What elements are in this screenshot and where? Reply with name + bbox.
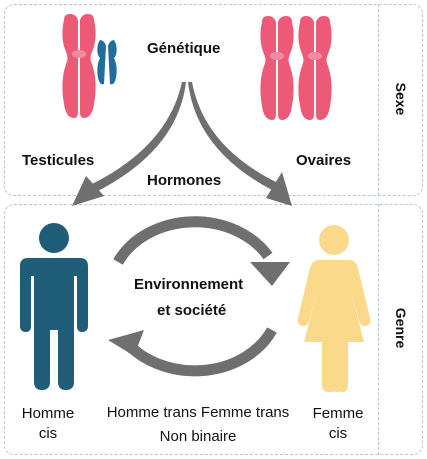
- hormones-arrows: [72, 82, 292, 206]
- femme-cis-label: Femme cis: [306, 404, 370, 444]
- genetique-label: Génétique: [147, 40, 221, 57]
- ovaires-label: Ovaires: [296, 152, 352, 169]
- non-binaire-label: Non binaire: [159, 428, 237, 445]
- sexe-panel: [4, 4, 423, 196]
- hormones-label: Hormones: [147, 172, 222, 189]
- femme-cis-line2: cis: [328, 425, 348, 442]
- genre-divider: [378, 204, 379, 455]
- homme-cis-line1: Homme: [21, 405, 75, 422]
- homme-cis-line2: cis: [38, 425, 58, 442]
- homme-cis-label: Homme cis: [16, 404, 80, 444]
- x-chromosome-icon-right-1: [260, 16, 294, 120]
- testicules-label: Testicules: [22, 152, 95, 169]
- environnement-label: Environnement: [134, 276, 244, 293]
- societe-label: et société: [157, 302, 227, 319]
- y-chromosome-icon: [97, 40, 117, 85]
- trans-label: Homme trans Femme trans: [106, 404, 290, 421]
- cycle-arrows: [108, 216, 290, 377]
- genre-panel: [4, 204, 423, 455]
- female-figure-icon: [297, 225, 371, 392]
- male-figure-icon: [20, 223, 88, 390]
- sexe-divider: [378, 4, 379, 196]
- femme-cis-line1: Femme: [312, 405, 364, 422]
- x-chromosome-icon-right-2: [298, 16, 332, 120]
- x-chromosome-icon-left: [62, 14, 96, 118]
